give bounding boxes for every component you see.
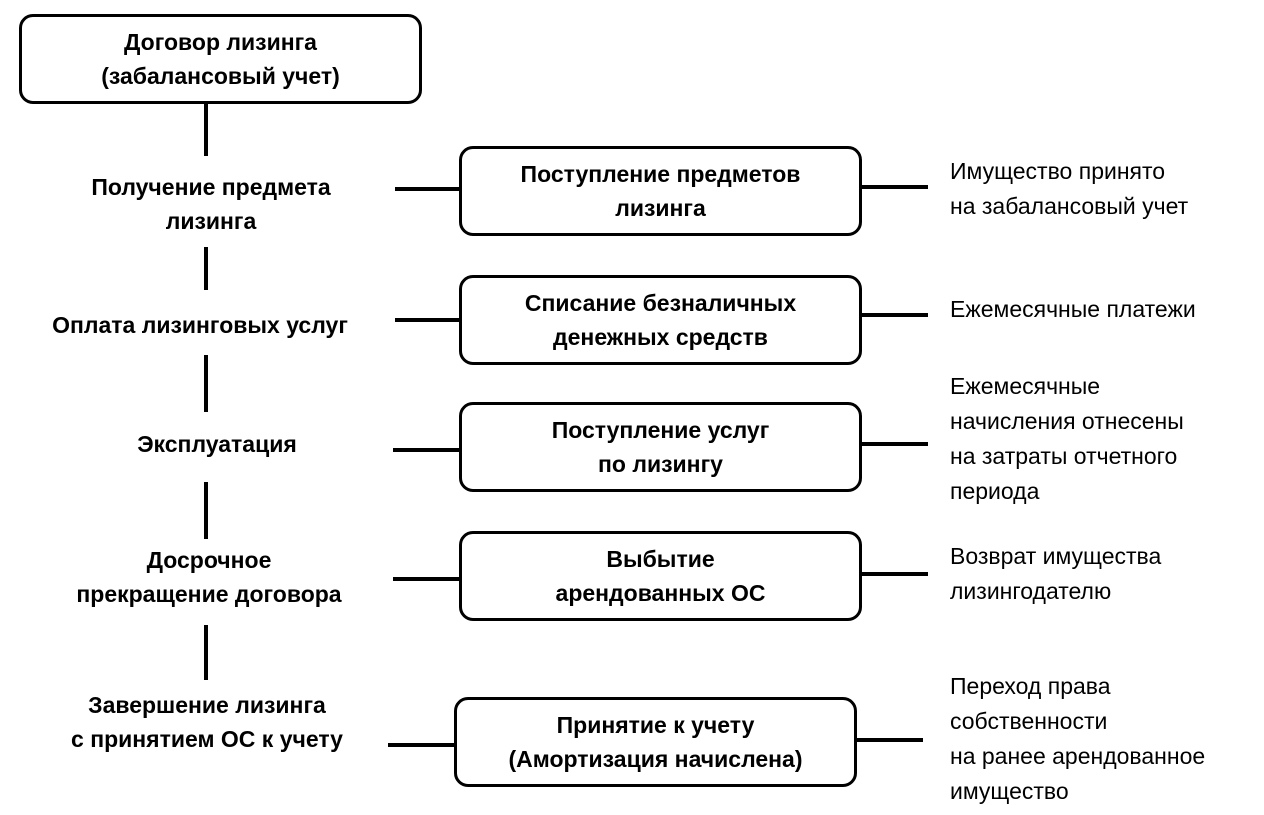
connector-horizontal [393, 448, 461, 452]
stage-line: Завершение лизинга [88, 692, 326, 718]
stage-line: с принятием ОС к учету [71, 726, 343, 752]
note-completion: Переход права собственности на ранее аре… [950, 669, 1205, 809]
lease-contract-box: Договор лизинга (забалансовый учет) [19, 14, 422, 104]
note-line: Возврат имущества [950, 543, 1162, 569]
box-line: Поступление услуг [551, 417, 770, 443]
connector-vertical [204, 625, 208, 680]
stage-early-termination: Досрочное прекращение договора [9, 543, 409, 611]
stage-line: Получение предмета [91, 174, 331, 200]
note-line: начисления отнесены [950, 408, 1184, 434]
note-line: лизингодателю [950, 578, 1112, 604]
connector-horizontal [393, 577, 461, 581]
note-early-termination: Возврат имущества лизингодателю [950, 539, 1161, 609]
note-payment: Ежемесячные платежи [950, 292, 1196, 327]
note-line: Ежемесячные [950, 373, 1101, 399]
note-line: на затраты отчетного [950, 443, 1178, 469]
connector-horizontal [860, 313, 928, 317]
note-line: на ранее арендованное [950, 743, 1206, 769]
stage-line: Оплата лизинговых услуг [52, 312, 348, 338]
box-line: денежных средств [553, 324, 768, 350]
connector-vertical [204, 482, 208, 539]
box-cashless-write-off: Списание безналичных денежных средств [459, 275, 862, 365]
stage-line: Досрочное [146, 547, 272, 573]
note-line: собственности [950, 708, 1108, 734]
connector-horizontal [395, 187, 461, 191]
lease-contract-title: Договор лизинга [124, 29, 317, 55]
stage-payment: Оплата лизинговых услуг [0, 308, 400, 342]
box-disposal: Выбытие арендованных ОС [459, 531, 862, 621]
connector-horizontal [388, 743, 456, 747]
note-operation: Ежемесячные начисления отнесены на затра… [950, 369, 1184, 509]
note-line: имущество [950, 778, 1069, 804]
note-line: Имущество принято [950, 158, 1166, 184]
box-acceptance: Принятие к учету (Амортизация начислена) [454, 697, 857, 787]
note-line: периода [950, 478, 1040, 504]
box-line: Принятие к учету [556, 712, 755, 738]
box-line: по лизингу [598, 451, 723, 477]
connector-horizontal [395, 318, 461, 322]
connector-vertical [204, 355, 208, 412]
stage-operation: Эксплуатация [17, 427, 417, 461]
stage-line: лизинга [165, 208, 257, 234]
lease-contract-subtitle: (забалансовый учет) [101, 63, 340, 89]
box-line: лизинга [615, 195, 706, 221]
note-line: Ежемесячные платежи [950, 296, 1196, 322]
note-line: Переход права [950, 673, 1111, 699]
connector-horizontal [855, 738, 923, 742]
stage-receipt: Получение предмета лизинга [11, 170, 411, 238]
box-receipt-of-leased-items: Поступление предметов лизинга [459, 146, 862, 236]
box-lease-services: Поступление услуг по лизингу [459, 402, 862, 492]
connector-vertical [204, 104, 208, 156]
box-line: Выбытие [606, 546, 715, 572]
stage-line: Эксплуатация [137, 431, 297, 457]
connector-horizontal [860, 572, 928, 576]
connector-vertical [204, 247, 208, 290]
connector-horizontal [860, 442, 928, 446]
box-line: (Амортизация начислена) [508, 746, 803, 772]
box-line: Поступление предметов [520, 161, 801, 187]
stage-completion: Завершение лизинга с принятием ОС к учет… [7, 688, 407, 756]
box-line: арендованных ОС [555, 580, 766, 606]
note-line: на забалансовый учет [950, 193, 1189, 219]
note-receipt: Имущество принято на забалансовый учет [950, 154, 1188, 224]
connector-horizontal [860, 185, 928, 189]
stage-line: прекращение договора [76, 581, 342, 607]
box-line: Списание безналичных [524, 290, 797, 316]
